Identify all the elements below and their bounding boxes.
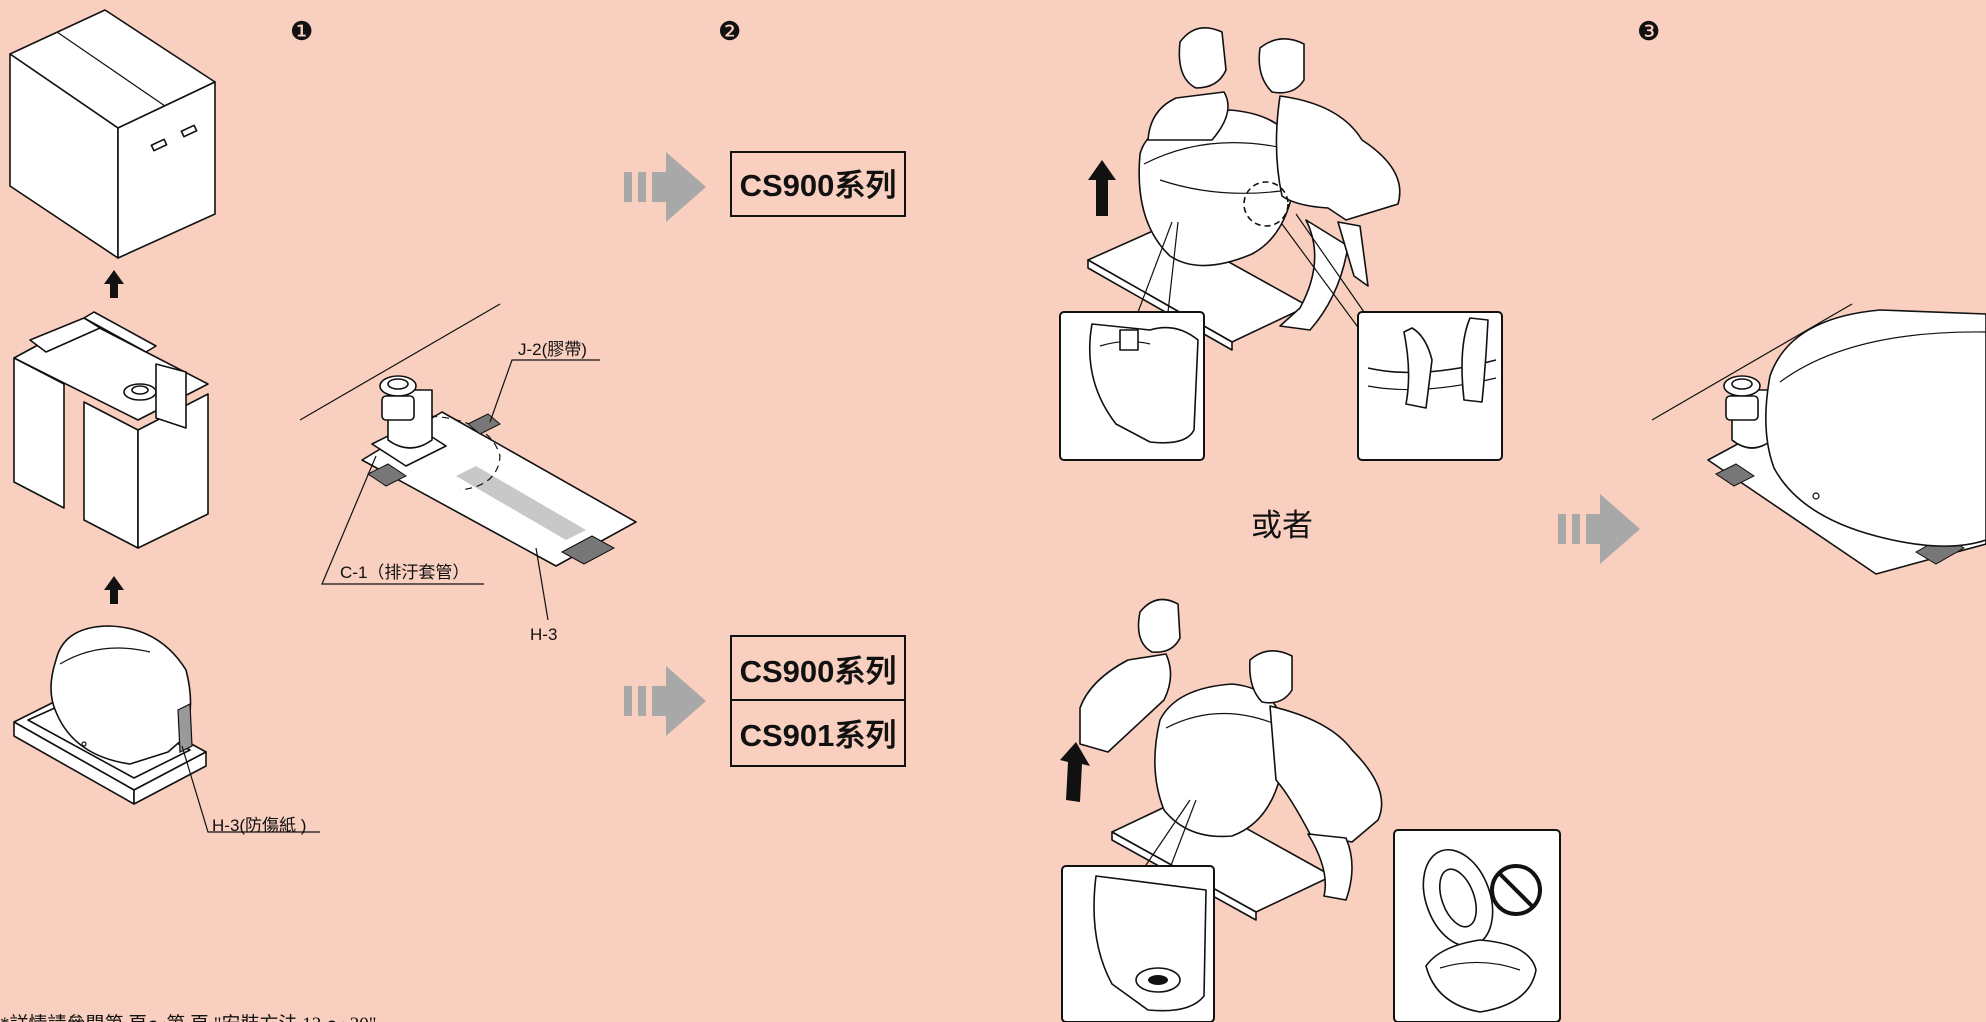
- protect-paper-callout: H-3(防傷紙 ): [181, 745, 320, 835]
- inset-grip-left-top: [1059, 221, 1205, 461]
- protect-paper-label: H-3(防傷紙 ): [212, 816, 306, 835]
- series-label-top: CS900系列: [740, 168, 897, 203]
- shipping-box: [9, 9, 216, 259]
- forward-arrow-icon: [624, 152, 706, 222]
- step-1-number: ❶: [290, 17, 313, 47]
- series-label-bottom-1: CS900系列: [740, 654, 897, 689]
- series-box-bottom: CS900系列 CS901系列: [730, 635, 906, 767]
- step-3-number: ❸: [1637, 17, 1660, 47]
- or-text: 或者: [1251, 508, 1313, 544]
- series-box-top: CS900系列: [730, 151, 906, 217]
- inset-grip-right-top: [1281, 213, 1503, 461]
- lifting-scene-top: [1087, 26, 1401, 351]
- h3-callout: H-3: [530, 547, 557, 644]
- forward-arrow-icon: [1558, 494, 1640, 564]
- lifting-scene-bottom: [1079, 598, 1383, 921]
- inset-no-seat-lift: [1393, 829, 1561, 1022]
- drain-sleeve-callout: C-1（排汙套管）: [321, 455, 484, 585]
- h3-label: H-3: [530, 625, 557, 644]
- up-arrow-icon: [1060, 742, 1090, 802]
- up-arrow-icon: [104, 270, 124, 298]
- step-2-number: ❷: [718, 17, 741, 47]
- prohibited-icon: [1490, 864, 1542, 916]
- forward-arrow-icon: [624, 666, 706, 736]
- open-packaging: [13, 311, 209, 549]
- series-label-bottom-2: CS901系列: [740, 718, 897, 753]
- inset-grip-left-bottom: [1061, 799, 1215, 1022]
- up-arrow-icon: [1088, 160, 1116, 216]
- up-arrow-icon: [104, 576, 124, 604]
- tape-callout: J-2(膠帶): [489, 340, 600, 423]
- flange-on-paper: [299, 303, 637, 567]
- footnote: *詳情請參閱第 頁～第 頁 "安裝方法 13 ～ 20": [0, 1013, 377, 1022]
- drain-sleeve-label: C-1（排汙套管）: [340, 563, 469, 582]
- installed-toilet: [1651, 303, 1986, 575]
- tape-label: J-2(膠帶): [518, 340, 587, 359]
- toilet-on-pallet: [13, 625, 207, 805]
